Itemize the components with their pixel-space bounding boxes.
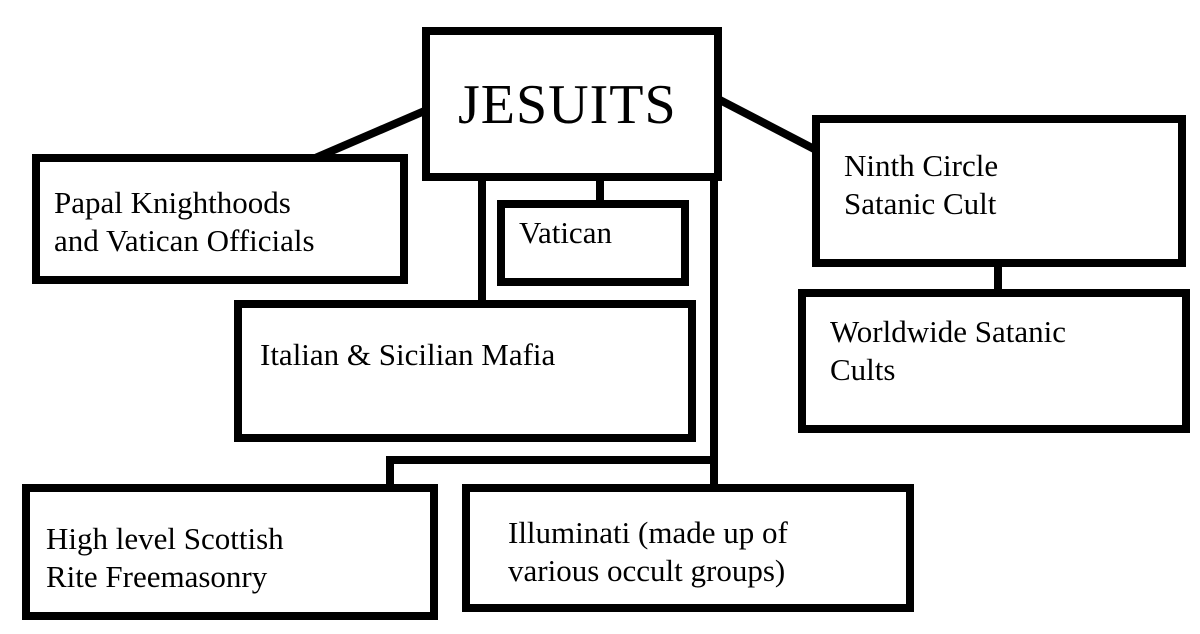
- node-worldwide-satanic-cults: Worldwide Satanic Cults: [798, 289, 1190, 433]
- node-label-line: Ninth Circle: [844, 148, 999, 183]
- node-jesuits: JESUITS: [422, 27, 722, 181]
- node-label: Italian & Sicilian Mafia: [260, 336, 555, 374]
- node-label-line: Cults: [830, 352, 896, 387]
- node-title: JESUITS: [458, 74, 677, 136]
- node-label-line: Papal Knighthoods: [54, 185, 291, 220]
- node-label-line: and Vatican Officials: [54, 223, 315, 258]
- node-label: JESUITS: [458, 75, 677, 135]
- node-label: High level Scottish Rite Freemasonry: [46, 520, 284, 596]
- node-label-line: High level Scottish: [46, 521, 284, 556]
- node-label-line: Satanic Cult: [844, 186, 997, 221]
- node-papal-knighthoods: Papal Knighthoods and Vatican Officials: [32, 154, 408, 284]
- node-ninth-circle: Ninth Circle Satanic Cult: [812, 115, 1186, 267]
- edge-jesuits-ninth-circle: [714, 94, 822, 156]
- node-label-line: Rite Freemasonry: [46, 559, 268, 594]
- node-label: Worldwide Satanic Cults: [830, 313, 1066, 389]
- edge-jesuits-scottish: [386, 456, 718, 492]
- node-illuminati: Illuminati (made up of various occult gr…: [462, 484, 914, 612]
- node-label-line: Italian & Sicilian Mafia: [260, 337, 556, 372]
- node-label-line: various occult groups): [508, 553, 786, 588]
- node-scottish-rite-freemasonry: High level Scottish Rite Freemasonry: [22, 484, 438, 620]
- node-vatican: Vatican: [497, 200, 689, 286]
- node-italian-sicilian-mafia: Italian & Sicilian Mafia: [234, 300, 696, 442]
- node-label: Vatican: [519, 214, 612, 252]
- node-label-line: Worldwide Satanic: [830, 314, 1066, 349]
- node-label: Ninth Circle Satanic Cult: [844, 147, 998, 223]
- node-label: Illuminati (made up of various occult gr…: [508, 514, 788, 590]
- node-label-line: Illuminati (made up of: [508, 515, 788, 550]
- node-label: Papal Knighthoods and Vatican Officials: [54, 184, 315, 260]
- node-label-line: Vatican: [519, 215, 612, 250]
